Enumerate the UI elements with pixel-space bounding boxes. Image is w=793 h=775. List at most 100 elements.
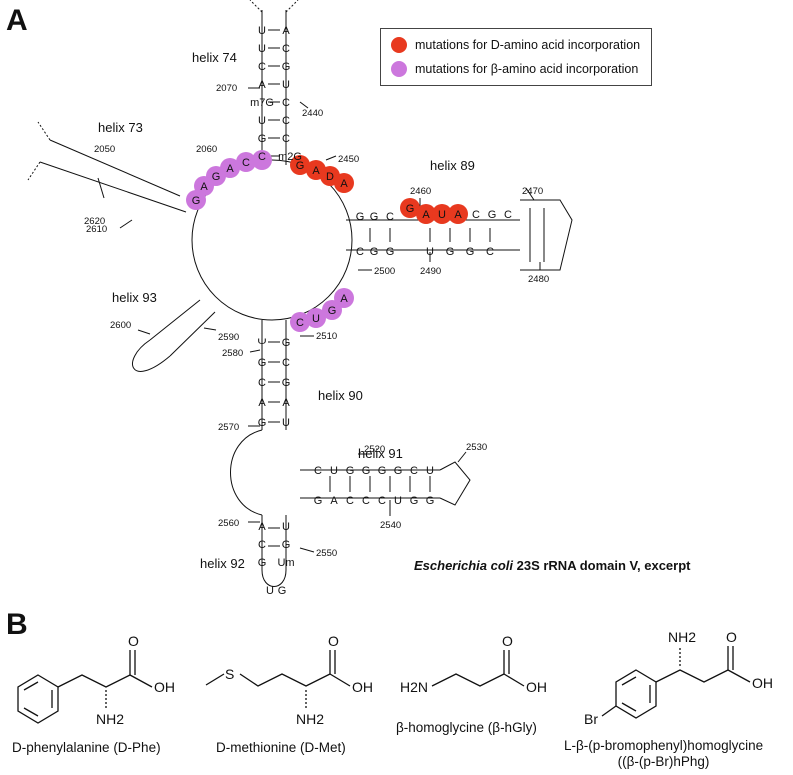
svg-text:C: C — [410, 465, 418, 477]
svg-text:G: G — [410, 495, 419, 507]
position-number: 2530 — [466, 442, 487, 453]
svg-text:G: G — [370, 246, 379, 258]
svg-text:D: D — [326, 171, 334, 183]
svg-text:C: C — [282, 133, 290, 145]
svg-text:C: C — [386, 211, 394, 223]
position-number: 2470 — [522, 186, 543, 197]
svg-text:C: C — [282, 43, 290, 55]
position-number: 2580 — [222, 348, 243, 359]
atom-label: S — [225, 666, 234, 682]
svg-text:A: A — [340, 178, 348, 190]
atom-label: O — [726, 629, 737, 645]
position-number: 2540 — [380, 520, 401, 531]
position-number: 2440 — [302, 108, 323, 119]
legend-item-beta-amino: mutations for β-amino acid incorporation — [391, 61, 638, 79]
atom-label: OH — [752, 675, 773, 691]
svg-text:G: G — [258, 557, 267, 569]
svg-text:U: U — [258, 115, 266, 127]
svg-text:G: G — [258, 357, 267, 369]
svg-text:U: U — [266, 585, 274, 597]
svg-text:A: A — [282, 397, 290, 409]
purple-dot-icon — [391, 61, 407, 77]
svg-text:G: G — [314, 495, 323, 507]
d-amino-mutations — [290, 155, 468, 224]
svg-text:A: A — [258, 397, 266, 409]
red-dot-icon — [391, 37, 407, 53]
svg-text:U: U — [258, 25, 266, 37]
atom-label: O — [502, 633, 513, 649]
position-number: 2480 — [528, 274, 549, 285]
molecule-name: D-phenylalanine (D-Phe) — [12, 740, 161, 755]
svg-text:C: C — [282, 357, 290, 369]
svg-text:C: C — [242, 157, 250, 169]
svg-text:U: U — [312, 313, 320, 325]
molecule-name-line: L-β-(p-bromophenyl)homoglycine — [564, 738, 764, 753]
atom-label: OH — [154, 679, 175, 695]
svg-text:C: C — [258, 61, 266, 73]
atom-label: OH — [352, 679, 373, 695]
svg-text:C: C — [472, 209, 480, 221]
svg-text:U: U — [282, 417, 290, 429]
svg-text:U: U — [330, 465, 338, 477]
legend-label: mutations for D-amino acid incorporation — [415, 38, 641, 52]
atom-label: Br — [584, 711, 598, 727]
helix-label: helix 93 — [112, 290, 157, 305]
position-number: 2070 — [216, 83, 237, 94]
svg-text:C: C — [346, 495, 354, 507]
svg-text:A: A — [282, 25, 290, 37]
position-number: 2060 — [196, 144, 217, 155]
caption-rest: 23S rRNA domain V, excerpt — [513, 558, 691, 573]
position-number: 2450 — [338, 154, 359, 165]
helix-label: helix 74 — [192, 50, 237, 65]
beta-amino-mutations — [186, 150, 354, 332]
position-number: 2460 — [410, 186, 431, 197]
molecule-name: β-homoglycine (β-hGly) — [396, 720, 537, 735]
svg-text:m7G: m7G — [250, 97, 274, 109]
position-number: 2050 — [94, 144, 115, 155]
svg-text:C: C — [258, 539, 266, 551]
svg-text:G: G — [394, 465, 403, 477]
svg-text:U: U — [258, 43, 266, 55]
svg-text:A: A — [312, 165, 320, 177]
svg-text:G: G — [192, 195, 201, 207]
svg-text:G: G — [426, 495, 435, 507]
svg-text:A: A — [454, 209, 462, 221]
svg-text:A: A — [258, 521, 266, 533]
svg-text:G: G — [370, 211, 379, 223]
svg-text:G: G — [278, 585, 287, 597]
svg-text:G: G — [282, 377, 291, 389]
svg-text:C: C — [356, 246, 364, 258]
svg-text:C: C — [378, 495, 386, 507]
figure-caption: Escherichia coli 23S rRNA domain V, exce… — [414, 558, 691, 573]
position-number: 2590 — [218, 332, 239, 343]
svg-text:A: A — [200, 181, 208, 193]
position-number: 2500 — [374, 266, 395, 277]
svg-text:G: G — [296, 160, 305, 172]
svg-text:G: G — [258, 417, 267, 429]
svg-text:G: G — [258, 133, 267, 145]
position-number: 2510 — [316, 331, 337, 342]
legend: mutations for D-amino acid incorporation… — [380, 28, 652, 86]
svg-text:C: C — [362, 495, 370, 507]
svg-text:G: G — [362, 465, 371, 477]
svg-text:G: G — [356, 211, 365, 223]
species-name: Escherichia coli — [414, 558, 513, 573]
chemical-structures: O OH NH2 S O OH NH2 H2N O OH NH2 O OH Br — [17, 629, 773, 727]
position-number: 2560 — [218, 518, 239, 529]
svg-text:U: U — [282, 79, 290, 91]
svg-text:U: U — [394, 495, 402, 507]
molecule-name-multiline: L-β-(p-bromophenyl)homoglycine ((β-(p-Br… — [564, 738, 763, 770]
svg-text:G: G — [406, 203, 415, 215]
svg-text:G: G — [328, 305, 337, 317]
svg-text:U: U — [282, 521, 290, 533]
atom-label: O — [328, 633, 339, 649]
svg-text:A: A — [258, 79, 266, 91]
helix-label: helix 89 — [430, 158, 475, 173]
position-number: 2520 — [364, 444, 385, 455]
svg-text:C: C — [282, 115, 290, 127]
panel-label-b: B — [6, 608, 28, 641]
atom-label: H2N — [400, 679, 428, 695]
molecule-name: D-methionine (D-Met) — [216, 740, 346, 755]
